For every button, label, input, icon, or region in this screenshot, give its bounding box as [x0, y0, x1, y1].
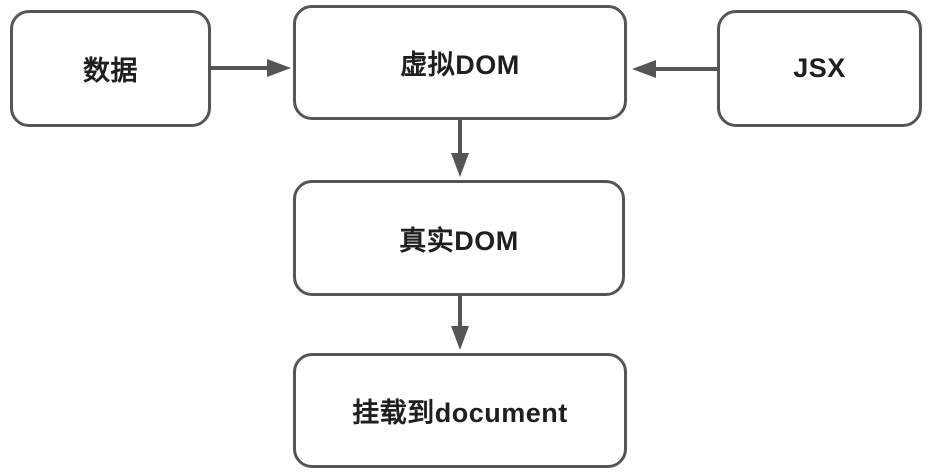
- node-real-dom: 真实DOM: [293, 180, 625, 296]
- node-mount-to-document: 挂载到document: [293, 353, 627, 468]
- node-virtual-dom: 虚拟DOM: [293, 5, 627, 120]
- node-real-dom-label: 真实DOM: [399, 225, 519, 256]
- node-virtual-dom-label: 虚拟DOM: [400, 50, 520, 80]
- node-mount-to-document-label: 挂载到document: [352, 398, 568, 428]
- node-jsx: JSX: [717, 10, 922, 127]
- node-jsx-label: JSX: [793, 53, 846, 83]
- node-data: 数据: [10, 10, 211, 127]
- node-data-label: 数据: [83, 56, 138, 86]
